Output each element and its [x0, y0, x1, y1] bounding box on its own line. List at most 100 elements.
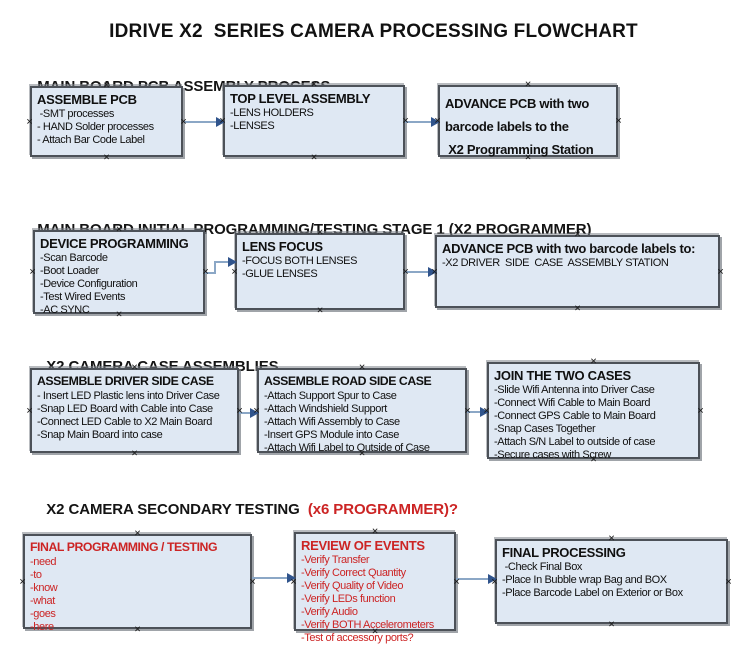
box-item-line: -FOCUS BOTH LENSES — [242, 255, 358, 267]
arrow-head-icon — [216, 117, 225, 127]
box-item-line: -Boot Loader — [40, 265, 99, 277]
section-heading-red-suffix: (x6 PROGRAMMER)? — [307, 501, 458, 518]
connector-arrow-lensfocus-to-advance[interactable] — [405, 267, 437, 277]
connection-point-icon: ✕ — [524, 79, 532, 89]
box-item-list: -X2 DRIVER SIDE CASE ASSEMBLY STATION — [442, 257, 714, 270]
connector-arrow-review-to-finalproc[interactable] — [456, 574, 497, 584]
connector-arrow-device-to-lensfocus[interactable] — [205, 257, 237, 274]
connection-point-icon: ✕ — [573, 229, 582, 239]
connection-point-icon: ✕ — [201, 266, 210, 277]
box-item-line: -Verify Quality of Video — [301, 580, 404, 592]
box-item-line: -Verify BOTH Accelerometers — [301, 619, 434, 631]
connection-point-icon: ✕ — [490, 576, 499, 586]
process-box-lens-focus[interactable]: LENS FOCUS -FOCUS BOTH LENSES-GLUE LENSE… — [231, 228, 409, 315]
box-item-line: -Device Configuration — [40, 278, 138, 290]
process-box-assemble-driver-side-case[interactable]: ASSEMBLE DRIVER SIDE CASE - Insert LED P… — [26, 363, 243, 458]
process-box-advance-pcb-programming-station[interactable]: ADVANCE PCB with two barcode labels to t… — [434, 80, 622, 162]
box-item-line: -what — [30, 595, 55, 607]
connector-arrow-roadside-to-join[interactable] — [467, 407, 489, 417]
arrow-head-icon — [250, 408, 259, 418]
box-item-line: -Test of accessory ports? — [301, 632, 414, 644]
arrow-line — [467, 411, 482, 413]
process-box-review-of-events[interactable]: REVIEW OF EVENTS -Verify Transfer-Verify… — [290, 527, 460, 645]
connection-point-icon: ✕ — [179, 116, 188, 126]
connection-point-icon: ✕ — [614, 115, 623, 126]
box-title: ADVANCE PCB with two barcode labels to: — [442, 241, 696, 256]
process-box-assemble-pcb[interactable]: ASSEMBLE PCB -SMT processes- HAND Solder… — [26, 81, 187, 162]
arrow-line — [205, 272, 216, 274]
box-item-list: -Slide Wifi Antenna into Driver Case-Con… — [494, 384, 694, 462]
box-item-line: -Connect GPS Cable to Main Board — [494, 410, 656, 422]
arrow-line — [214, 261, 216, 274]
connection-point-icon: ✕ — [218, 115, 227, 126]
connection-point-icon: ✕ — [430, 266, 439, 276]
box-item-line: -Verify Audio — [301, 606, 358, 618]
box-item-line: - Attach Bar Code Label — [37, 134, 145, 146]
process-box-top-level-assembly[interactable]: TOP LEVEL ASSEMBLY -LENS HOLDERS-LENSES … — [219, 80, 409, 162]
process-box-assemble-road-side-case[interactable]: ASSEMBLE ROAD SIDE CASE -Attach Support … — [253, 363, 471, 458]
connection-point-icon: ✕ — [133, 624, 142, 634]
box-item-line: -Check Final Box — [502, 561, 583, 573]
connection-point-icon: ✕ — [401, 115, 410, 126]
connector-arrow-assemble-to-toplevel[interactable] — [184, 117, 225, 127]
box-item-line: -know — [30, 582, 58, 594]
box-item-line: -Insert GPS Module into Case — [264, 429, 399, 441]
box-item-line: -Snap Cases Together — [494, 423, 596, 435]
box-item-line: -LENS HOLDERS — [230, 107, 314, 119]
connector-arrow-driverside-to-roadside[interactable] — [239, 408, 259, 418]
arrow-line — [184, 121, 218, 123]
box-item-line: -Verify Correct Quantity — [301, 567, 406, 579]
box-item-list: -Verify Transfer-Verify Correct Quantity… — [301, 554, 450, 645]
connection-point-icon: ✕ — [25, 116, 34, 126]
box-title: JOIN THE TWO CASES — [494, 368, 631, 383]
box-title: FINAL PROGRAMMING / TESTING — [30, 540, 218, 554]
connection-point-icon: ✕ — [607, 533, 616, 543]
connection-point-icon: ✕ — [463, 405, 472, 415]
box-item-line: -GLUE LENSES — [242, 268, 318, 280]
connection-point-icon: ✕ — [371, 626, 379, 636]
connection-point-icon: ✕ — [358, 362, 366, 372]
process-box-final-programming-testing[interactable]: FINAL PROGRAMMING / TESTING -need-to-kno… — [19, 529, 256, 634]
connector-arrow-toplevel-to-advance[interactable] — [405, 117, 440, 127]
arrow-head-icon — [428, 267, 437, 277]
section-heading-text: X2 CAMERA SECONDARY TESTING — [46, 501, 308, 518]
box-item-line: -Attach S/N Label to outside of case — [494, 436, 656, 448]
box-item-list: -need-to-know-what-goes-here — [30, 556, 246, 634]
process-box-join-the-two-cases[interactable]: JOIN THE TWO CASES -Slide Wifi Antenna i… — [483, 357, 704, 464]
box-item-line: -X2 DRIVER SIDE CASE ASSEMBLY STATION — [442, 257, 669, 269]
box-item-line: -Scan Barcode — [40, 252, 108, 264]
box-item-line: -Attach Wifi Assembly to Case — [264, 416, 400, 428]
arrow-head-icon — [480, 407, 489, 417]
connection-point-icon: ✕ — [716, 266, 725, 276]
box-title: LENS FOCUS — [242, 239, 323, 254]
box-title: REVIEW OF EVENTS — [301, 538, 425, 553]
process-box-device-programming[interactable]: DEVICE PROGRAMMING -Scan Barcode-Boot Lo… — [29, 225, 209, 319]
process-box-advance-pcb-driver-side-station[interactable]: ADVANCE PCB with two barcode labels to: … — [431, 230, 724, 313]
box-item-line: -Snap LED Board with Cable into Case — [37, 403, 213, 415]
connection-point-icon: ✕ — [433, 115, 442, 126]
connection-point-icon: ✕ — [589, 356, 598, 366]
box-item-list: -FOCUS BOTH LENSES-GLUE LENSES — [242, 255, 399, 281]
box-item-line: -here — [30, 621, 54, 633]
arrow-head-icon — [488, 574, 497, 584]
box-item-line: -Secure cases with Screw — [494, 449, 611, 461]
box-item-list: -Scan Barcode-Boot Loader-Device Configu… — [40, 252, 199, 317]
box-item-line: -Test Wired Events — [40, 291, 126, 303]
connection-point-icon: ✕ — [589, 454, 598, 464]
connection-point-icon: ✕ — [371, 526, 379, 536]
box-title: ASSEMBLE ROAD SIDE CASE — [264, 374, 432, 388]
arrow-head-icon — [228, 257, 237, 267]
connector-arrow-finalprog-to-review[interactable] — [252, 573, 296, 583]
connection-point-icon: ✕ — [316, 305, 324, 315]
connection-point-icon: ✕ — [452, 576, 461, 586]
connection-point-icon: ✕ — [724, 576, 733, 586]
box-item-line: -Attach Support Spur to Case — [264, 390, 397, 402]
box-item-line: -LENSES — [230, 120, 275, 132]
process-box-final-processing[interactable]: FINAL PROCESSING -Check Final Box-Place … — [491, 534, 732, 629]
box-item-list: -Check Final Box-Place In Bubble wrap Ba… — [502, 561, 722, 600]
connection-point-icon: ✕ — [115, 309, 123, 319]
box-item-line: -Connect Wifi Cable to Main Board — [494, 397, 651, 409]
connection-point-icon: ✕ — [133, 528, 142, 538]
box-title: ASSEMBLE PCB — [37, 92, 137, 107]
box-title: FINAL PROCESSING — [502, 545, 626, 560]
